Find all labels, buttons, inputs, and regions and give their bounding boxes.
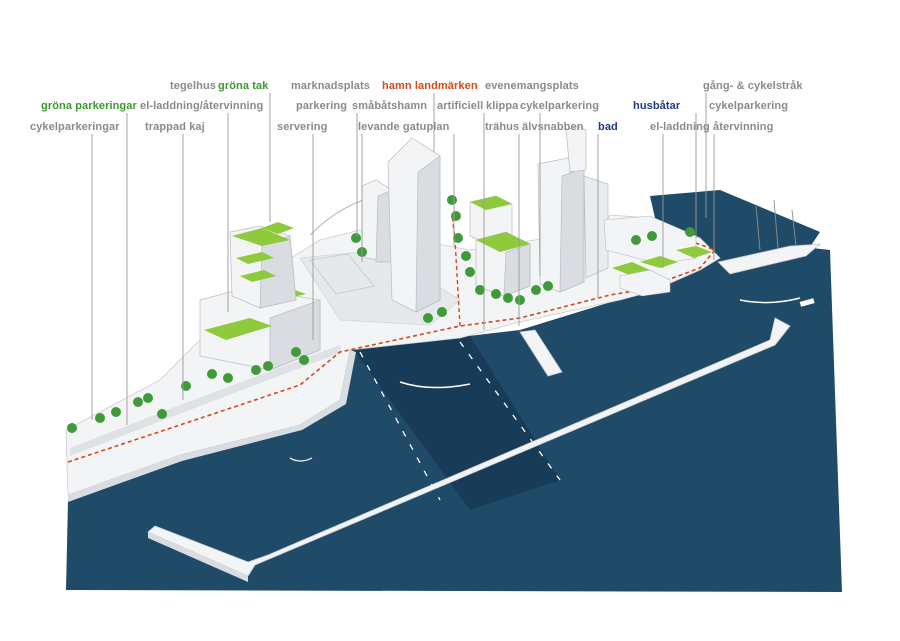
- tree: [437, 307, 447, 317]
- parking-deck: [309, 253, 375, 295]
- floating-pier: [519, 329, 563, 377]
- tree: [223, 373, 233, 383]
- building: [259, 235, 297, 309]
- tree: [647, 231, 657, 241]
- tree: [291, 347, 301, 357]
- tree: [157, 409, 167, 419]
- label-parkering: parkering: [296, 100, 348, 112]
- ship-mast: [791, 209, 797, 247]
- road-strip: [70, 345, 342, 456]
- label-cykelparkering-center: cykelparkering: [520, 100, 600, 112]
- trees: [67, 195, 695, 433]
- tree: [251, 365, 261, 375]
- label-levande-gatuplan: levande gatuplan: [358, 121, 450, 133]
- tree: [685, 227, 695, 237]
- ship-mast: [773, 199, 779, 249]
- houseboat: [717, 243, 822, 275]
- boat-wake: [739, 297, 801, 304]
- label-trahus: trähus: [485, 121, 520, 133]
- channel-marker-line: [359, 351, 441, 501]
- walk-bike-route: [67, 229, 717, 463]
- label-grona-tak: gröna tak: [218, 80, 269, 92]
- tree: [143, 393, 153, 403]
- tower: [583, 175, 609, 279]
- tree: [461, 251, 471, 261]
- label-husbatar: husbåtar: [633, 100, 681, 112]
- breakwater-shadow: [148, 532, 248, 582]
- ship-mast: [755, 205, 761, 251]
- tree: [475, 285, 485, 295]
- label-bad: bad: [598, 121, 618, 133]
- label-servering: servering: [277, 121, 328, 133]
- label-gang-cykelstrak: gång- & cykelstråk: [703, 80, 803, 92]
- tree: [181, 381, 191, 391]
- tree: [631, 235, 641, 245]
- label-artificiell: artificiell: [437, 100, 484, 112]
- tree: [111, 407, 121, 417]
- label-atervinning: återvinning: [713, 121, 774, 133]
- green-roof: [676, 246, 712, 258]
- leader-lines: [91, 93, 715, 425]
- green-roof: [262, 222, 294, 234]
- green-roof: [232, 228, 290, 246]
- tree: [451, 211, 461, 221]
- label-trappad-kaj: trappad kaj: [145, 121, 205, 133]
- label-evenemangsplats: evenemangsplats: [485, 80, 579, 92]
- tower: [565, 125, 587, 173]
- label-klippa: klippa: [486, 100, 519, 112]
- tree: [447, 195, 457, 205]
- label-alvsnabben: älvsnabben: [522, 121, 584, 133]
- tower-landmark: [415, 155, 441, 313]
- green-roof: [640, 256, 678, 268]
- tree: [263, 361, 273, 371]
- label-grona-parkeringar: gröna parkeringar: [41, 100, 137, 112]
- green-roof: [240, 270, 276, 282]
- tree: [299, 355, 309, 365]
- boat-wake: [289, 457, 313, 462]
- label-el-laddning: el-laddning: [650, 121, 710, 133]
- boat: [799, 298, 815, 307]
- tree: [503, 293, 513, 303]
- tree: [531, 285, 541, 295]
- tree: [423, 313, 433, 323]
- tower: [559, 167, 585, 293]
- building-low: [619, 269, 671, 297]
- green-roof: [470, 196, 512, 210]
- label-cykelparkering-right: cykelparkering: [709, 100, 789, 112]
- label-cykelparkeringar: cykelparkeringar: [30, 121, 120, 133]
- tree: [67, 423, 77, 433]
- green-roof: [204, 318, 272, 340]
- boat-wake: [399, 381, 471, 389]
- tree: [95, 413, 105, 423]
- tree: [465, 267, 475, 277]
- tree: [133, 397, 143, 407]
- green-roof: [476, 232, 530, 252]
- label-smabatshamn: småbåtshamn: [352, 100, 428, 112]
- label-tegelhus: tegelhus: [170, 80, 217, 92]
- label-elladdning-atervinning: el-laddning/återvinning: [140, 100, 264, 112]
- tree: [491, 289, 501, 299]
- tree: [453, 233, 463, 243]
- quay-edge: [68, 350, 356, 502]
- label-hamn-landmarken: hamn landmärken: [382, 80, 478, 92]
- tree: [543, 281, 553, 291]
- label-marknadsplats: marknadsplats: [291, 80, 370, 92]
- tree: [207, 369, 217, 379]
- tree: [351, 233, 361, 243]
- tree: [515, 295, 525, 305]
- water-channel-shadow: [350, 336, 560, 510]
- green-roof: [236, 252, 274, 264]
